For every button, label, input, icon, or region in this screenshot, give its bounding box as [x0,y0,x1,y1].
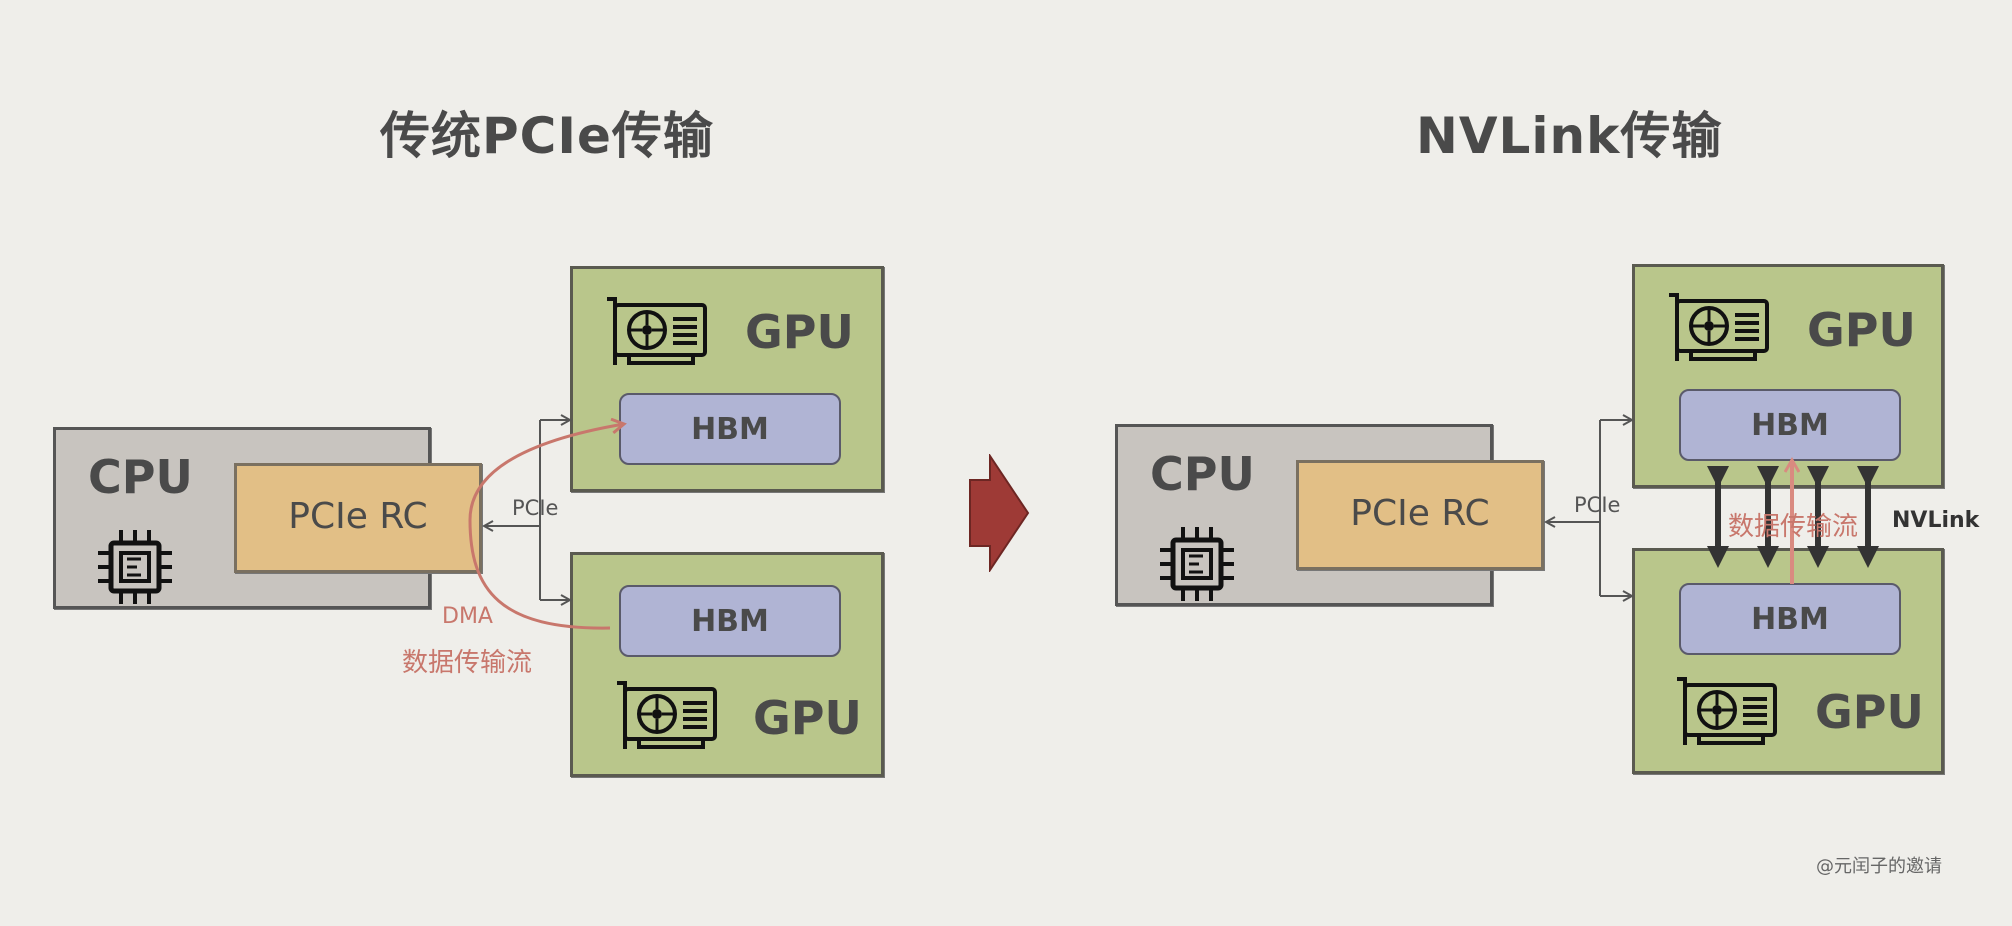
right-hbm-bottom: HBM [1679,583,1901,655]
right-hbm-top: HBM [1679,389,1901,461]
left-flow-label: 数据传输流 [402,648,533,678]
right-pcie-label: PCIe [1574,493,1621,517]
right-gpu-bottom-label: GPU [1815,685,1924,739]
chip-icon [1160,527,1234,601]
nvlink-links [1707,466,1879,568]
left-gpu-bottom-box: HBM GPU [570,552,884,777]
left-title: 传统PCIe传输 [380,107,714,165]
left-hbm-top-label: HBM [691,411,769,447]
left-gpu-top-label: GPU [745,305,854,359]
right-pcie-rc-box: PCIe RC [1296,460,1544,570]
graphics-card-icon [617,681,717,749]
chip-icon [98,530,172,604]
left-hbm-top: HBM [619,393,841,465]
left-dma-label: DMA [442,604,493,629]
left-gpu-bottom-label: GPU [753,691,862,745]
left-cpu-label: CPU [88,450,193,504]
right-gpu-top-label: GPU [1807,303,1916,357]
right-hbm-top-label: HBM [1751,407,1829,443]
right-hbm-bottom-label: HBM [1751,601,1829,637]
left-pcie-rc-label: PCIe RC [288,496,428,537]
left-dma-flow-arrow [468,424,624,630]
left-gpu-top-box: GPU HBM [570,266,884,492]
left-pcie-label: PCIe [512,496,559,520]
right-cpu-label: CPU [1150,447,1255,501]
graphics-card-icon [607,297,707,365]
graphics-card-icon [1677,677,1777,745]
right-title: NVLink传输 [1416,107,1723,165]
nvlink-label: NVLink [1892,508,1980,533]
left-hbm-bottom: HBM [619,585,841,657]
transition-arrow-icon [969,454,1030,572]
right-gpu-top-box: GPU HBM [1632,264,1944,488]
left-pcie-rc-box: PCIe RC [234,463,482,573]
left-hbm-bottom-label: HBM [691,603,769,639]
right-gpu-bottom-box: HBM GPU [1632,548,1944,774]
graphics-card-icon [1669,293,1769,361]
right-flow-label: 数据传输流 [1728,512,1859,542]
right-pcie-rc-label: PCIe RC [1350,493,1490,534]
watermark: @元闰子的邀请 [1816,856,1942,877]
left-pcie-bus [484,420,570,600]
right-pcie-bus [1546,420,1632,596]
